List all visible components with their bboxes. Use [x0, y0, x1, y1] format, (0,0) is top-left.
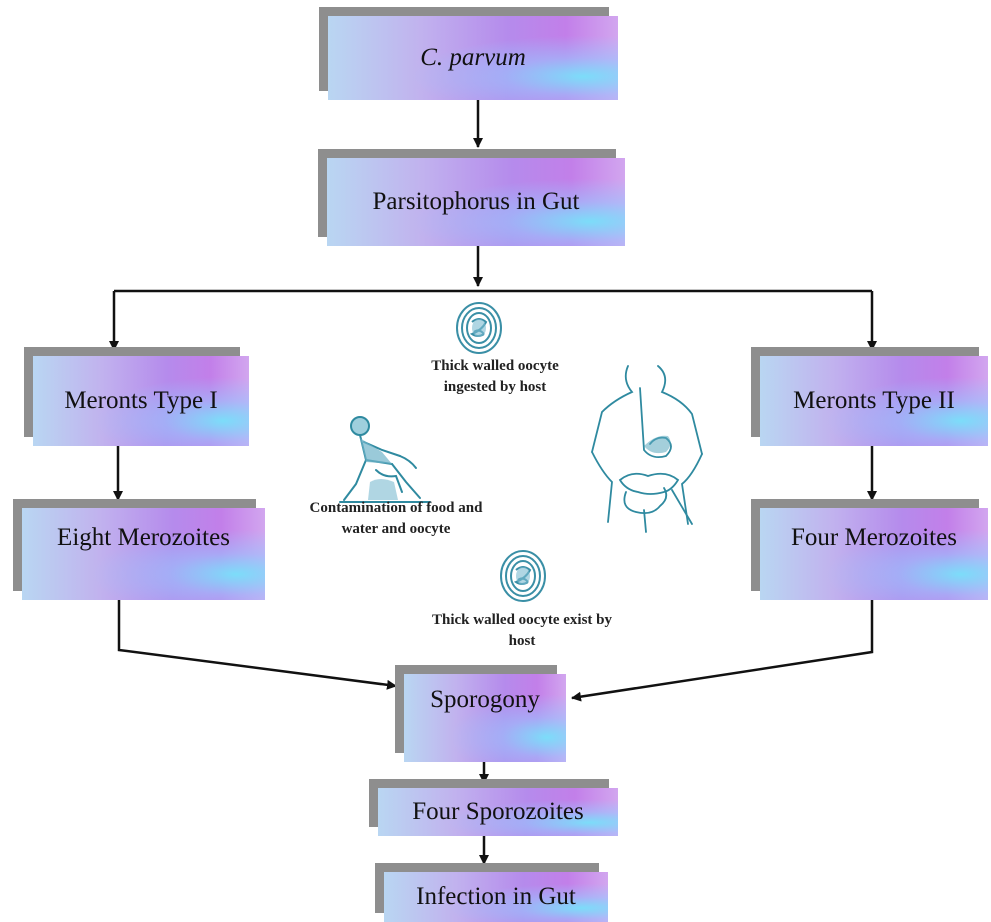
four-merozoites-label: Four Merozoites	[791, 524, 957, 551]
four-merozoites-box: Four Merozoites	[760, 508, 988, 600]
eight-merozoites-box: Eight Merozoites	[22, 508, 265, 600]
meronts-type-2-box: Meronts Type II	[760, 356, 988, 446]
person-icon	[339, 416, 431, 503]
four-sporozoites-label: Four Sporozoites	[412, 798, 584, 826]
infection-in-gut-label: Infection in Gut	[416, 883, 576, 911]
oocyte-icon	[500, 550, 546, 602]
meronts-type-1-box: Meronts Type I	[33, 356, 249, 446]
digestive-system-icon	[591, 365, 703, 533]
meronts-type-2-label: Meronts Type II	[793, 387, 955, 415]
arrow-eight-to-sporogony	[117, 600, 397, 690]
eight-merozoites-label: Eight Merozoites	[57, 524, 230, 551]
parasitophorus-label: Parsitophorus in Gut	[372, 188, 580, 216]
parasitophorus-box: Parsitophorus in Gut	[327, 158, 625, 246]
sporogony-box: Sporogony	[404, 674, 566, 762]
meronts-type-1-label: Meronts Type I	[64, 387, 218, 415]
four-sporozoites-box: Four Sporozoites	[378, 788, 618, 836]
sporogony-label: Sporogony	[430, 686, 540, 713]
c-parvum-label: C. parvum	[420, 44, 526, 72]
contamination-label: Contamination of food and water and oocy…	[309, 500, 483, 537]
oocyte-exist-label: Thick walled oocyte exist by host	[432, 612, 612, 649]
c-parvum-box: C. parvum	[328, 16, 618, 100]
infection-in-gut-box: Infection in Gut	[384, 872, 608, 922]
oocyte-icon	[456, 302, 502, 354]
oocyte-ingested-label: Thick walled oocyte ingested by host	[431, 358, 559, 395]
arrow-four-to-sporogony	[571, 600, 874, 702]
